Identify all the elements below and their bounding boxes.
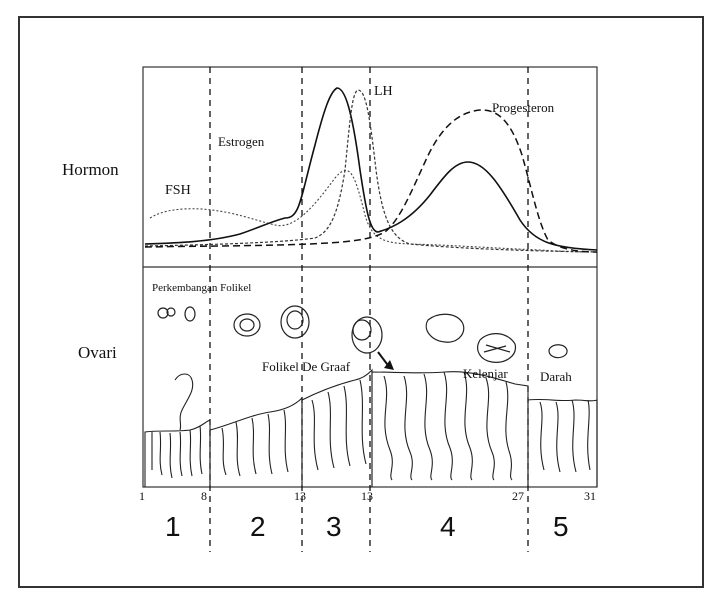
endometrium bbox=[144, 368, 598, 487]
progesteron-curve bbox=[144, 109, 598, 253]
endometrium-late-glands bbox=[539, 399, 591, 473]
fsh-label: FSH bbox=[165, 183, 191, 198]
perkembangan-label: Perkembangan Folikel bbox=[152, 282, 252, 294]
figure-frame bbox=[18, 16, 704, 588]
darah-label: Darah bbox=[540, 369, 572, 384]
endometrium-late bbox=[527, 398, 598, 487]
day-tick-13a: 13 bbox=[294, 489, 306, 503]
phase-4: 4 bbox=[440, 511, 456, 542]
fsh-curve bbox=[149, 170, 598, 253]
follicle-de-graaf bbox=[351, 316, 383, 354]
lh-label: LH bbox=[374, 84, 393, 99]
endometrium-proliferative bbox=[209, 396, 303, 487]
day-tick-8: 8 bbox=[201, 489, 207, 503]
follicle-secondary-1 bbox=[233, 313, 261, 337]
shedding-tissue bbox=[174, 373, 194, 431]
progesteron-label: Progesteron bbox=[492, 100, 555, 115]
endometrium-ovulatory bbox=[301, 368, 373, 487]
estrogen-label: Estrogen bbox=[218, 134, 265, 149]
follicle-primary-2 bbox=[166, 307, 176, 317]
follicle-secondary-1-inner bbox=[239, 318, 255, 332]
follicle-primary-3 bbox=[184, 306, 196, 322]
row-label-ovari: Ovari bbox=[78, 343, 117, 362]
lh-curve bbox=[144, 89, 598, 253]
kelenjar-label: Kelenjar bbox=[463, 366, 508, 381]
phase-1: 1 bbox=[165, 511, 181, 542]
phase-5: 5 bbox=[553, 511, 569, 542]
corpus-luteum-1 bbox=[425, 313, 465, 343]
endometrium-secretory-glands bbox=[383, 371, 513, 481]
follicle-drawings bbox=[157, 305, 568, 363]
estrogen-curve bbox=[144, 87, 598, 251]
corpus-luteum-2-lines bbox=[483, 344, 511, 353]
ovulation-arrowhead bbox=[384, 360, 394, 370]
corpus-luteum-2 bbox=[477, 333, 517, 363]
row-label-hormon: Hormon bbox=[62, 160, 119, 179]
day-tick-27: 27 bbox=[512, 489, 524, 503]
folikel-de-graaf-label: Folikel De Graaf bbox=[262, 359, 351, 374]
day-tick-13b: 13 bbox=[361, 489, 373, 503]
follicle-secondary-2 bbox=[280, 305, 310, 339]
endometrium-ovulatory-glands bbox=[311, 379, 367, 471]
follicle-de-graaf-inner bbox=[352, 319, 372, 341]
phase-3: 3 bbox=[326, 511, 342, 542]
follicle-primary-1 bbox=[157, 307, 169, 319]
day-tick-1: 1 bbox=[139, 489, 145, 503]
phase-2: 2 bbox=[250, 511, 266, 542]
endometrium-secretory bbox=[371, 371, 529, 487]
day-tick-31: 31 bbox=[584, 489, 596, 503]
phase-dividers bbox=[209, 67, 529, 552]
endometrium-proliferative-glands bbox=[221, 409, 289, 477]
corpus-albicans bbox=[548, 344, 568, 359]
follicle-secondary-2-inner bbox=[286, 310, 304, 330]
endometrium-menstrual-glands bbox=[151, 425, 203, 479]
